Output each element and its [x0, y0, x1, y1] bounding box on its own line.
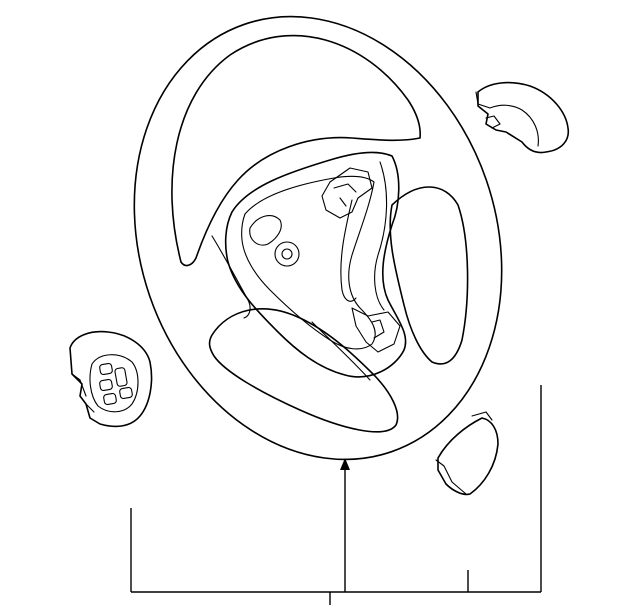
hub-screw-inner: [281, 248, 293, 260]
upper-cover-notch: [485, 115, 501, 129]
switch-button-4: [103, 392, 117, 406]
wheel-rim-inner-top: [171, 34, 421, 267]
lower-cover-body: [437, 417, 499, 496]
hub-left-button: [249, 215, 282, 246]
steering-wheel[interactable]: [76, 0, 560, 510]
switch-button-3: [99, 378, 113, 392]
hub-top-clip-detail: [333, 183, 357, 207]
switch-button-2: [114, 367, 128, 387]
hub-screw-outer: [274, 241, 300, 267]
hub-top-clip: [321, 167, 373, 219]
upper-cover-body: [477, 81, 570, 154]
leader-arrowhead: [340, 458, 350, 470]
wheel-hub: [224, 151, 407, 378]
leader-lines: [130, 385, 542, 605]
wheel-rim-inner-bottom: [208, 308, 399, 433]
lower-cover-lip: [435, 411, 493, 495]
spoke-bottom-seam: [311, 321, 371, 381]
switch-button-5: [119, 386, 133, 400]
switch-panel: [89, 354, 139, 413]
upper-right-cover[interactable]: [475, 81, 570, 154]
left-switch-assembly[interactable]: [69, 330, 153, 428]
hub-right-edge: [374, 161, 388, 311]
hub-inner-outline: [241, 175, 376, 350]
hub-bottom-clip: [351, 307, 401, 353]
switch-button-1: [99, 362, 113, 376]
upper-cover-ridge: [475, 91, 539, 147]
lower-right-cover[interactable]: [435, 411, 499, 496]
wheel-rim-outer: [133, 15, 503, 461]
hub-bottom-clip-detail: [371, 319, 385, 339]
spoke-left-seam: [211, 235, 251, 319]
switch-housing: [69, 330, 153, 428]
switch-side-detail: [71, 373, 95, 413]
hub-spine: [340, 199, 357, 302]
wheel-rim-inner-right: [389, 186, 469, 365]
